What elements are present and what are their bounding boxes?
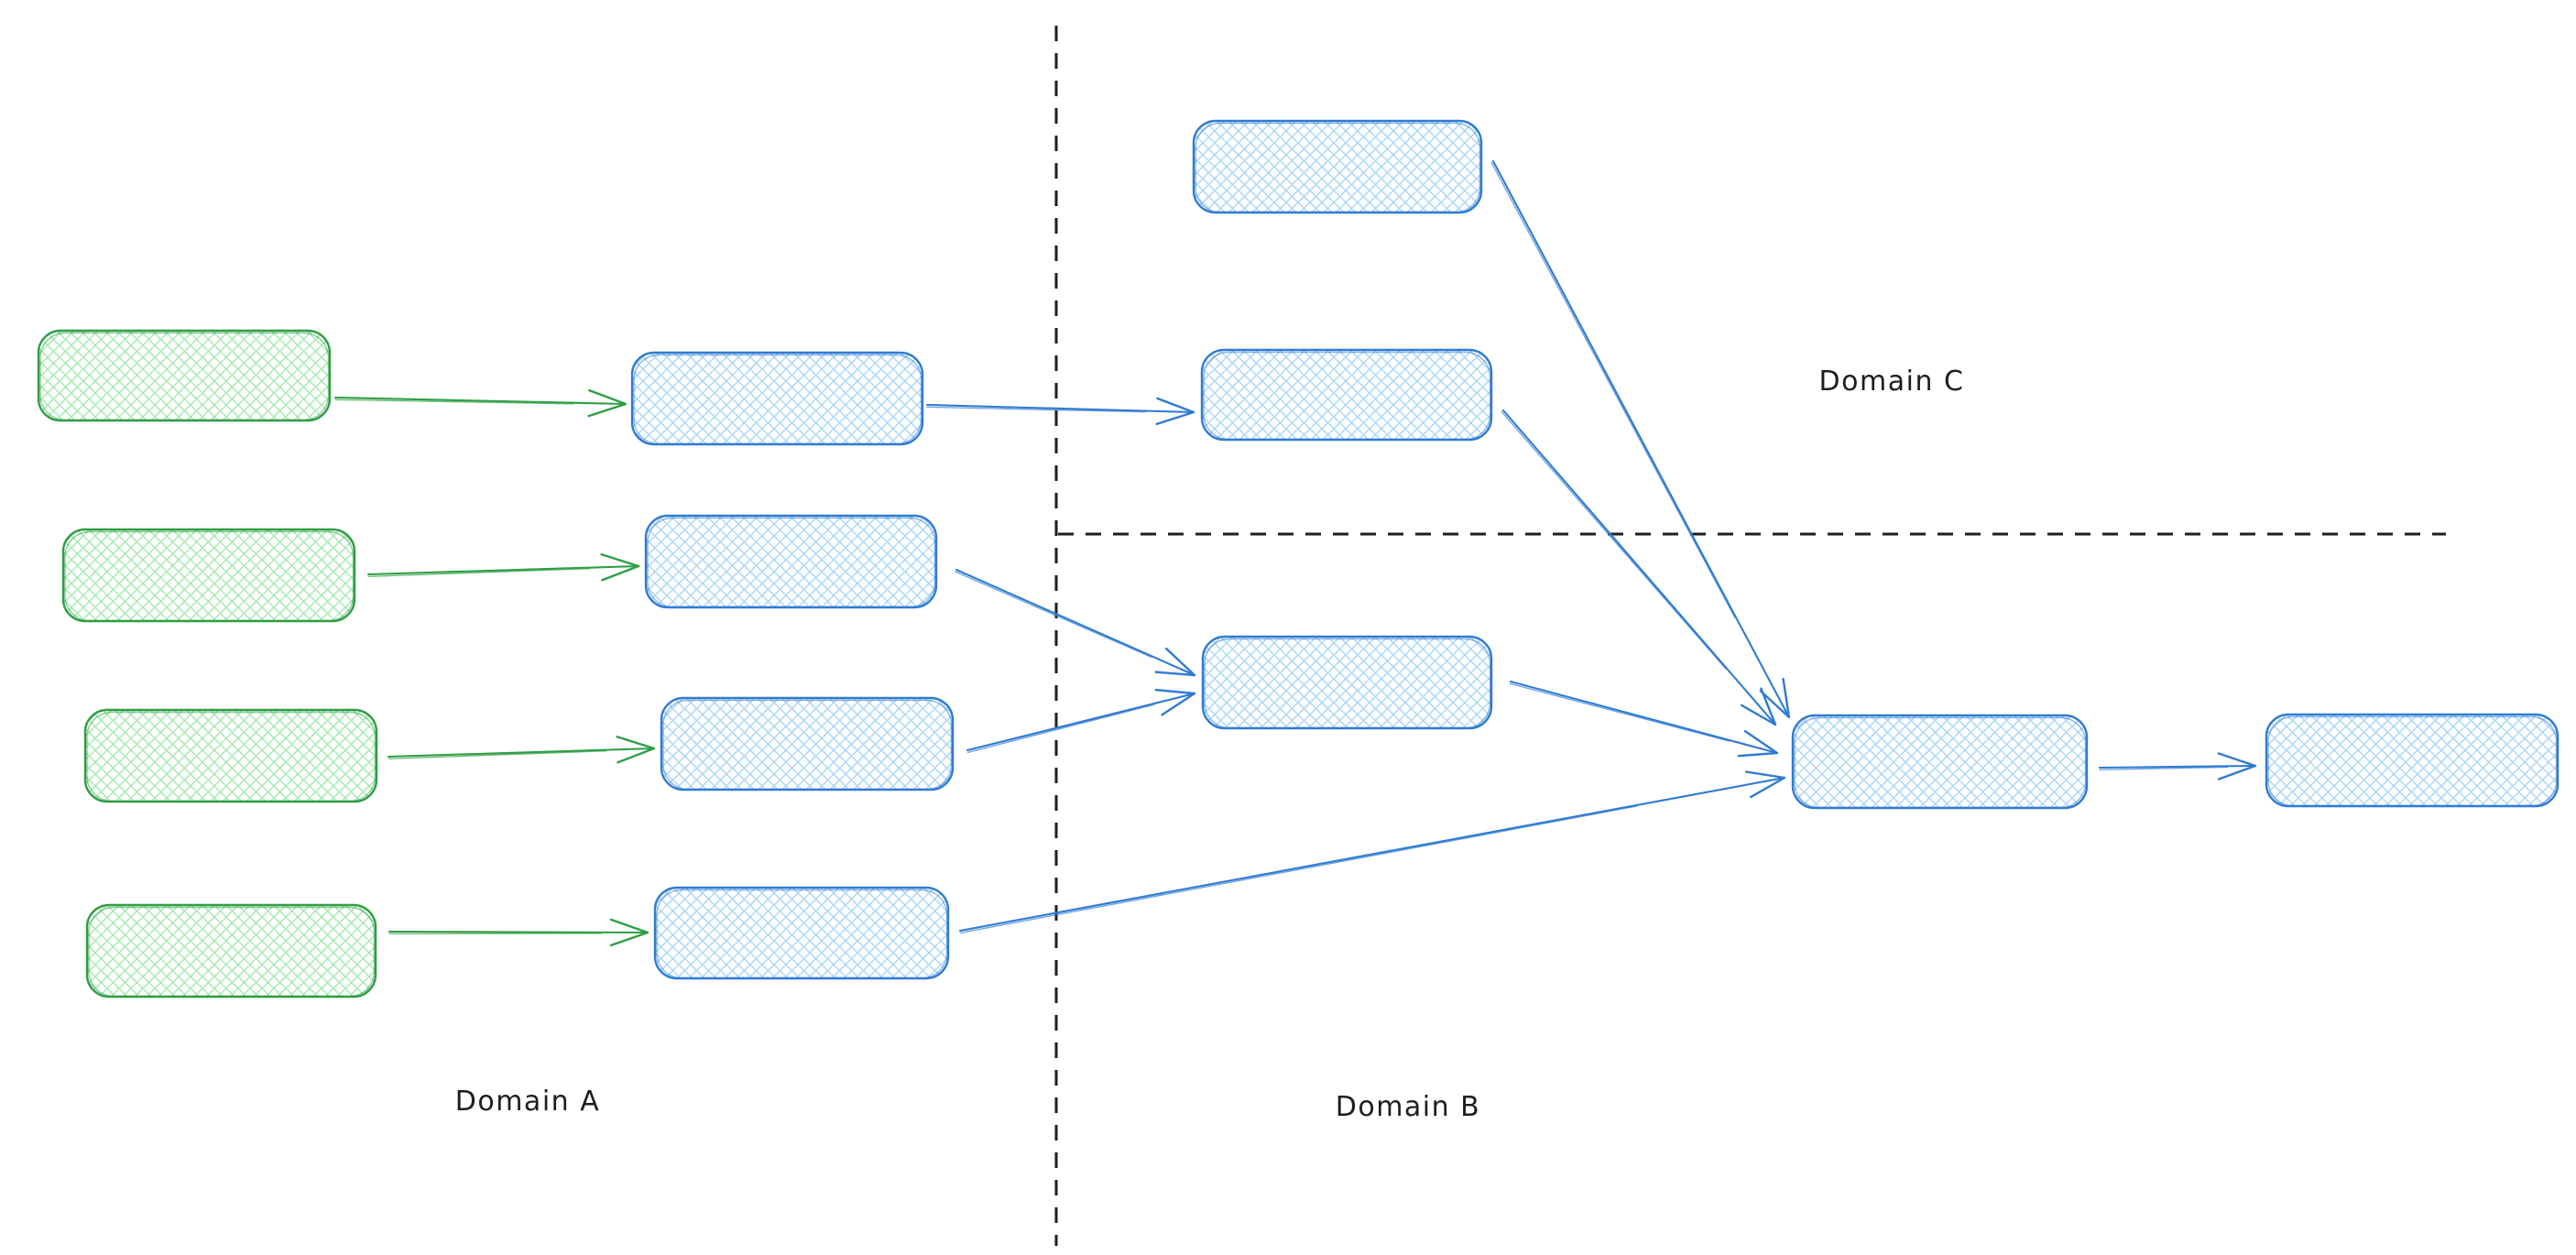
node-blue-box-b1[interactable] xyxy=(1201,635,1493,730)
domain-a-label[interactable]: Domain A xyxy=(455,1086,600,1118)
edge-merge-to-out[interactable] xyxy=(2098,752,2257,780)
domain-c-label[interactable]: Domain C xyxy=(1819,366,1965,398)
node-blue-box-a1[interactable] xyxy=(630,351,924,446)
edge-a2-to-b1[interactable] xyxy=(955,568,1196,677)
edge-green3-to-a3[interactable] xyxy=(387,736,656,764)
node-blue-box-merge[interactable] xyxy=(1791,714,2089,810)
edge-green2-to-a2[interactable] xyxy=(366,553,640,582)
node-layer xyxy=(37,119,2560,999)
edge-green4-to-a4[interactable] xyxy=(387,918,649,947)
edge-a4-to-merge[interactable] xyxy=(958,770,1786,934)
node-blue-box-output[interactable] xyxy=(2265,713,2560,808)
node-green-box-1[interactable] xyxy=(37,329,332,422)
edge-c1-to-merge[interactable] xyxy=(1490,159,1791,719)
node-green-box-3[interactable] xyxy=(83,708,378,803)
node-blue-box-c1[interactable] xyxy=(1192,119,1483,214)
node-blue-box-a4[interactable] xyxy=(653,886,950,980)
node-blue-box-a2[interactable] xyxy=(644,514,938,609)
node-green-box-2[interactable] xyxy=(61,528,356,623)
edge-a1-to-c2[interactable] xyxy=(925,397,1195,426)
edge-c2-to-merge[interactable] xyxy=(1501,409,1777,726)
edge-green1-to-a1[interactable] xyxy=(333,388,628,418)
edge-layer xyxy=(333,159,2257,947)
edge-b1-to-merge[interactable] xyxy=(1509,680,1779,758)
domain-b-label[interactable]: Domain B xyxy=(1336,1091,1481,1123)
edge-a3-to-b1[interactable] xyxy=(966,688,1196,753)
node-blue-box-a3[interactable] xyxy=(660,696,955,791)
node-green-box-4[interactable] xyxy=(85,903,377,999)
node-blue-box-c2[interactable] xyxy=(1200,348,1493,442)
divider-layer xyxy=(1054,26,2446,1246)
